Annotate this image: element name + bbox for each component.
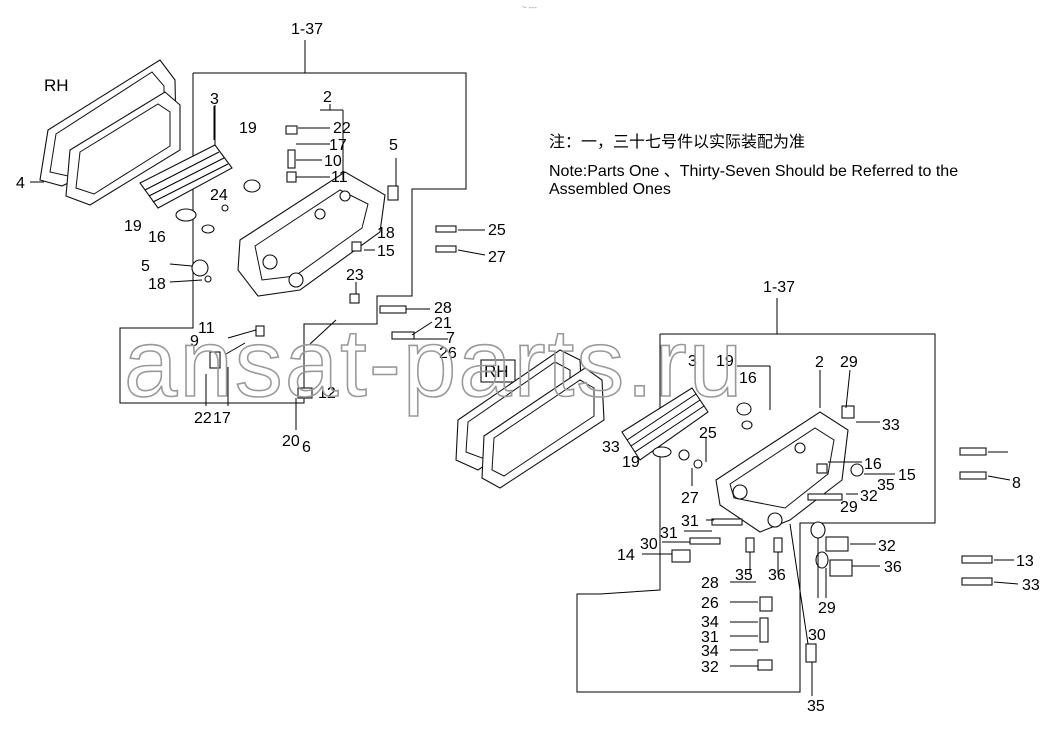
right-callouts: 3 19 16 2 29 33 25 33 19 16 15 35 32 8 2…	[602, 353, 1040, 715]
left-side-label: RH	[44, 76, 69, 95]
callout: 9	[190, 333, 199, 350]
callout: 28	[434, 300, 452, 317]
left-assembly-frame	[119, 72, 467, 404]
right-assembly-frame	[576, 333, 936, 693]
callout: 29	[818, 600, 836, 617]
callout: 15	[898, 467, 916, 484]
callout: 31	[660, 525, 678, 542]
callout: 3	[688, 353, 697, 370]
left-leader-lines	[30, 104, 486, 430]
callout: 35	[877, 477, 895, 494]
left-gasket-inner	[65, 91, 181, 206]
callout: 25	[488, 222, 506, 239]
callout: 30	[808, 627, 826, 644]
callout: 32	[860, 488, 878, 505]
callout: 18	[148, 276, 166, 293]
callout: 23	[346, 267, 364, 284]
callout: 20	[282, 433, 300, 450]
left-bolt-27	[435, 245, 457, 253]
callout: 34	[701, 643, 719, 660]
callout: 26	[439, 345, 457, 362]
callout: 31	[681, 513, 699, 530]
callout: 32	[701, 659, 719, 676]
callout: 34	[701, 614, 719, 631]
callout: 33	[882, 417, 900, 434]
callout: 29	[840, 499, 858, 516]
callout: 17	[213, 410, 231, 427]
callout: 10	[324, 153, 342, 170]
callout: 11	[198, 320, 215, 337]
left-range-label: 1-37	[291, 21, 323, 38]
callout: 36	[768, 567, 786, 584]
callout: 16	[148, 229, 166, 246]
note-cn: 注：一，三十七号件以实际装配为准	[549, 134, 806, 151]
callout: 22	[333, 120, 351, 137]
callout: 26	[701, 595, 719, 612]
callout: 30	[640, 536, 658, 553]
callout: 16	[864, 456, 882, 473]
right-leader-lines	[642, 365, 1019, 696]
callout: 31	[701, 629, 719, 646]
callout: 24	[210, 187, 228, 204]
callout: 5	[389, 137, 398, 154]
right-side-label-frame	[480, 359, 516, 383]
callout: 35	[807, 698, 825, 715]
left-callouts: 2 3 4 19 22 17 10 11 5 18 24 19 16 15 25…	[16, 89, 506, 456]
callout: 19	[124, 218, 142, 235]
note-en-line2: Assembled Ones	[549, 181, 671, 198]
right-range-label: 1-37	[763, 279, 795, 296]
callout: 13	[1016, 553, 1034, 570]
callout: 14	[617, 547, 635, 564]
right-small-parts	[652, 402, 993, 671]
callout: 12	[318, 385, 336, 402]
callout: 4	[16, 175, 25, 192]
callout: 35	[735, 567, 753, 584]
callout: 28	[701, 575, 719, 592]
callout: 32	[878, 538, 896, 555]
callout: 27	[681, 490, 699, 507]
callout: 18	[377, 225, 395, 242]
callout: 2	[323, 89, 332, 106]
right-side-label: RH	[484, 362, 509, 381]
right-gasket-inner	[481, 367, 605, 489]
callout: 3	[210, 91, 219, 108]
callout: 19	[716, 353, 734, 370]
note-en-line1: Note:Parts One 、Thirty-Seven Should be R…	[549, 163, 959, 180]
callout: 27	[488, 249, 506, 266]
left-assembly: 1-37 RH	[16, 21, 506, 456]
callout: 33	[602, 439, 620, 456]
callout: 8	[1012, 475, 1021, 492]
callout: 16	[739, 370, 757, 387]
callout: 11	[331, 169, 348, 186]
left-bolt-25	[435, 225, 457, 233]
top-mark: ~ ---	[522, 3, 537, 12]
right-oil-cooler-housing	[715, 411, 849, 533]
callout: 36	[884, 559, 902, 576]
callout: 25	[699, 425, 717, 442]
right-assembly: 1-37 RH	[455, 279, 1040, 715]
callout: 5	[141, 258, 150, 275]
left-small-parts	[175, 125, 415, 399]
callout: 17	[329, 137, 347, 154]
right-cooler-core	[621, 387, 709, 461]
callout: 15	[377, 243, 395, 260]
callout: 19	[622, 454, 640, 471]
callout: 7	[446, 330, 455, 347]
watermark: ansat-parts.ru	[124, 310, 744, 417]
callout: 19	[239, 120, 257, 137]
callout: 2	[815, 354, 824, 371]
callout: 33	[1022, 577, 1040, 594]
callout: 6	[302, 439, 311, 456]
left-oil-cooler-housing	[237, 171, 386, 297]
callout: 29	[840, 354, 858, 371]
left-cooler-core	[139, 105, 233, 209]
callout: 22	[194, 410, 212, 427]
callout: 21	[434, 315, 452, 332]
